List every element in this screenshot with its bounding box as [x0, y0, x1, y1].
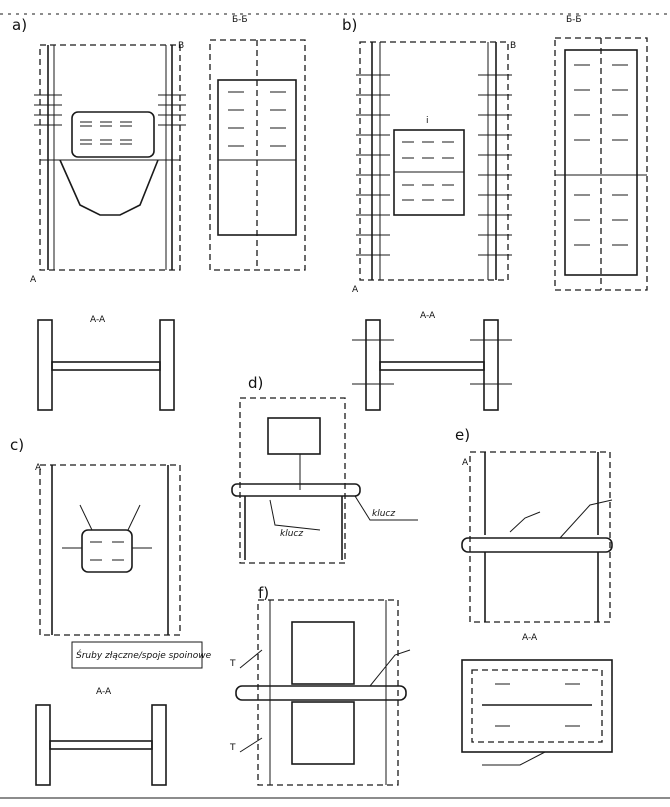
- panel-b-mark-b: B: [510, 41, 516, 51]
- panel-c-label: c): [10, 436, 24, 454]
- panel-f-mark-t1: T: [229, 659, 236, 669]
- panel-a: a) B A Б-Б: [12, 15, 306, 411]
- panel-f-frame: [257, 599, 399, 786]
- panel-f-lower-plate: [291, 701, 355, 765]
- panel-b-mark-a: A: [352, 285, 359, 295]
- panel-b: b) i B A Б-Б: [342, 15, 648, 411]
- panel-a-splice-plate: [71, 111, 155, 158]
- panel-a-section-bb: [209, 39, 306, 271]
- panel-a-aa-left-flange: [37, 319, 53, 411]
- panel-e-beam: [461, 537, 613, 553]
- panel-c-note-box: [71, 641, 203, 669]
- panel-c: c) A Śruby złączne/spoje spoinowe A-A: [10, 436, 212, 786]
- panel-a-frame: [39, 44, 181, 271]
- panel-c-mark-a: A: [35, 463, 42, 473]
- panel-a-label: a): [12, 16, 27, 34]
- panel-a-mark-b: B: [178, 41, 184, 51]
- panel-a-bolts: [80, 121, 132, 145]
- panel-e-mark-a: A: [462, 458, 469, 468]
- panel-f-beam: [235, 685, 407, 701]
- panel-e: e) A A-A: [455, 426, 613, 766]
- panel-a-section-aa-title: A-A: [90, 315, 106, 325]
- panel-d: d) klucz klucz: [231, 374, 418, 564]
- panel-b-bolt-rows: [356, 74, 512, 256]
- panel-e-label: e): [455, 426, 470, 444]
- panel-f-mark-t2: T: [229, 743, 236, 753]
- panel-d-beam: [231, 483, 361, 497]
- panel-d-label-plate: [267, 417, 321, 455]
- panel-e-section: [461, 659, 613, 753]
- panel-a-aa-web: [51, 361, 161, 371]
- panel-e-section-aa-title: A-A: [522, 633, 538, 643]
- panel-a-section-bb-title: Б-Б: [232, 15, 248, 25]
- panel-d-frame: [239, 397, 346, 564]
- panel-b-section-aa-title: A-A: [420, 311, 436, 321]
- panel-b-label: b): [342, 16, 357, 34]
- panel-b-mark-i: i: [426, 116, 429, 126]
- panel-a-gusset: [59, 159, 159, 216]
- panel-a-mark-a: A: [30, 275, 37, 285]
- panel-d-weld-label-2: klucz: [372, 509, 395, 519]
- panel-a-bolt-rows: [34, 94, 186, 126]
- panel-c-section-aa-title: A-A: [96, 687, 112, 697]
- panel-f-label: f): [258, 584, 269, 602]
- panel-b-frame: [359, 41, 509, 281]
- panel-d-label: d): [248, 374, 263, 392]
- panel-f: f) T T: [229, 584, 411, 786]
- panel-f-upper-plate: [291, 621, 355, 685]
- panel-e-frame: [469, 451, 611, 623]
- panel-b-section-bb-title: Б-Б: [566, 15, 582, 25]
- panel-d-weld-label-1: klucz: [280, 529, 303, 539]
- panel-c-note: Śruby złączne/spoje spoinowe: [76, 649, 212, 661]
- panel-c-frame: [39, 464, 181, 636]
- panel-c-splice-plate: [81, 529, 133, 573]
- panel-a-aa-right-flange: [159, 319, 175, 411]
